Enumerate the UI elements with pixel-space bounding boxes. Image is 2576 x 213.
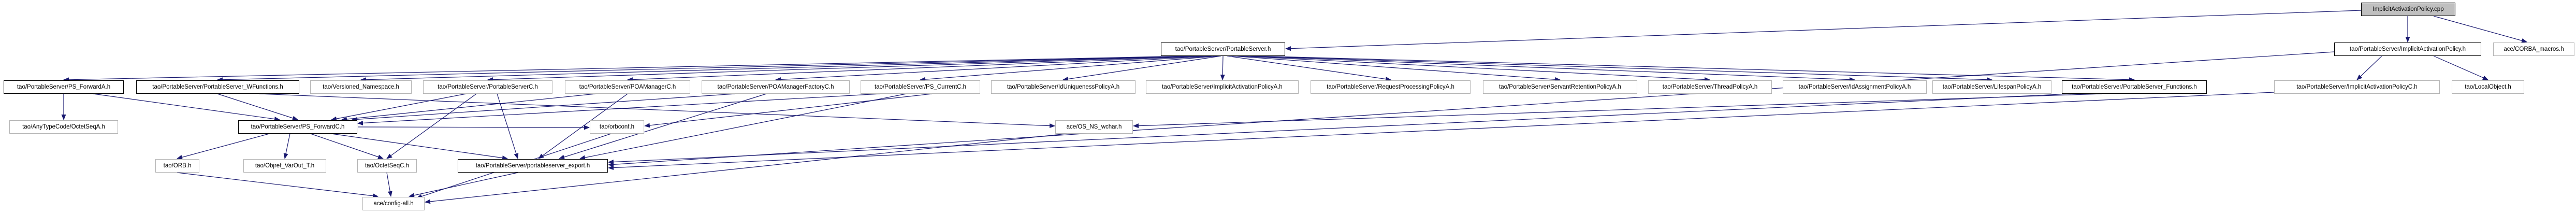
node-corba: ace/CORBA_macros.h: [2493, 42, 2574, 56]
edge-poamanager_c-to-ps_forward_c: [341, 93, 596, 122]
edge-portableserver_c-to-export: [497, 93, 519, 159]
edge-portableserver_c-to-ps_forward_c: [331, 93, 467, 121]
edge-wfunctions-to-os_ns_wchar: [258, 93, 1055, 129]
node-orbconf: tao/orbconf.h: [590, 120, 644, 134]
node-config_all: ace/config-all.h: [362, 197, 425, 210]
edge-ps_forward_a-to-ps_forward_c: [93, 93, 280, 122]
edge-impl_h-to-export: [608, 51, 2335, 167]
edge-ps_forward_c-to-orb: [177, 133, 270, 160]
edge-ps_h-to-implact_a: [1220, 55, 1225, 80]
edge-ps_h-to-ps_current_c: [920, 55, 1220, 82]
edge-ps_forward_c-to-octetseq_c: [310, 133, 384, 160]
edge-os_ns_wchar-to-config_all: [425, 133, 1067, 204]
node-functions[interactable]: tao/PortableServer/PortableServer_Functi…: [2062, 80, 2207, 94]
edge-octetseq_c-to-config_all: [386, 172, 392, 197]
edge-ps_h-to-thread_a: [1237, 55, 1710, 82]
node-octetseq_c: tao/OctetSeqC.h: [357, 159, 417, 173]
node-octetseq_a: tao/AnyTypeCode/OctetSeqA.h: [9, 120, 118, 134]
edge-portableserver_c-to-octetseq_c: [386, 93, 477, 159]
edge-impl_h-to-implact_c: [2356, 55, 2382, 80]
edge-poamanagerfactory_c-to-export: [559, 93, 767, 160]
node-thread_a: tao/PortableServer/ThreadPolicyA.h: [1648, 80, 1772, 94]
node-wfunctions[interactable]: tao/PortableServer/PortableServer_WFunct…: [136, 80, 299, 94]
edge-ps_h-to-idassign_a: [1242, 55, 1855, 82]
edge-ps_h-to-reqproc_a: [1227, 55, 1391, 82]
edge-ps_current_c-to-export: [579, 93, 907, 160]
node-impl_h[interactable]: tao/PortableServer/ImplicitActivationPol…: [2334, 42, 2481, 56]
edge-poamanagerfactory_c-to-ps_forward_c: [352, 93, 736, 122]
node-localobject: tao/LocalObject.h: [2452, 80, 2524, 94]
edge-export-to-config_all: [409, 172, 518, 198]
edge-ps_h-to-iduniq_a: [1063, 55, 1221, 81]
node-poamanager_c: tao/PortableServer/POAManagerC.h: [565, 80, 690, 94]
node-ps_forward_a[interactable]: tao/PortableServer/PS_ForwardA.h: [4, 80, 124, 94]
node-cpp: ImplicitActivationPolicy.cpp: [2361, 3, 2455, 16]
edge-ps_h-to-functions: [1253, 55, 2135, 82]
node-reqproc_a: tao/PortableServer/RequestProcessingPoli…: [1311, 80, 1471, 94]
edge-functions-to-export: [608, 93, 2072, 165]
edge-ps_h-to-poamanagerfactory_c: [775, 55, 1217, 82]
node-idassign_a: tao/PortableServer/IdAssignmentPolicyA.h: [1783, 80, 1927, 94]
edge-orb-to-config_all: [177, 172, 379, 198]
edge-ps_current_c-to-orbconf: [644, 93, 933, 128]
edge-impl_h-to-localobject: [2433, 55, 2488, 80]
node-poamanagerfactory_c: tao/PortableServer/POAManagerFactoryC.h: [702, 80, 850, 94]
edge-ps_forward_c-to-export: [331, 133, 508, 161]
node-ps_h[interactable]: tao/PortableServer/PortableServer.h: [1161, 42, 1285, 56]
node-ps_forward_c[interactable]: tao/PortableServer/PS_ForwardC.h: [238, 120, 357, 134]
node-iduniq_a: tao/PortableServer/IdUniquenessPolicyA.h: [991, 80, 1136, 94]
edge-poamanager_c-to-export: [538, 93, 628, 159]
node-versioned_ns: tao/Versioned_Namespace.h: [310, 80, 412, 94]
node-orb: tao/ORB.h: [155, 159, 199, 173]
edge-functions-to-os_ns_wchar: [1133, 93, 2103, 129]
edge-ps_h-to-ps_forward_a: [63, 55, 1191, 82]
edge-ps_h-to-versioned_ns: [360, 55, 1202, 82]
node-export[interactable]: tao/PortableServer/portableserver_export…: [458, 159, 608, 173]
edge-ps_h-to-portableserver_c: [487, 55, 1207, 82]
node-ps_current_c: tao/PortableServer/PS_CurrentC.h: [861, 80, 980, 94]
node-implact_a: tao/PortableServer/ImplicitActivationPol…: [1146, 80, 1299, 94]
edge-ps_current_c-to-ps_forward_c: [357, 93, 881, 125]
edge-cpp-to-ps_h: [1285, 10, 2362, 51]
edge-ps_h-to-servret_a: [1232, 55, 1561, 82]
edge-cpp-to-corba: [2433, 16, 2527, 43]
node-objref_varout: tao/Objref_VarOut_T.h: [243, 159, 326, 173]
edge-ps_forward_c-to-objref_varout: [283, 133, 290, 159]
node-servret_a: tao/PortableServer/ServantRetentionPolic…: [1483, 80, 1637, 94]
edge-ps_h-to-lifespan_a: [1247, 55, 1992, 82]
node-portableserver_c: tao/PortableServer/PortableServerC.h: [423, 80, 552, 94]
edge-implact_c-to-export: [608, 92, 2275, 171]
node-lifespan_a: tao/PortableServer/LifespanPolicyA.h: [1932, 80, 2051, 94]
edge-ps_h-to-poamanager_c: [627, 55, 1212, 82]
edge-wfunctions-to-ps_forward_c: [217, 93, 298, 121]
node-os_ns_wchar: ace/OS_NS_wchar.h: [1055, 120, 1133, 134]
edge-ps_h-to-wfunctions: [217, 55, 1197, 82]
node-implact_c: tao/PortableServer/ImplicitActivationPol…: [2274, 80, 2440, 94]
